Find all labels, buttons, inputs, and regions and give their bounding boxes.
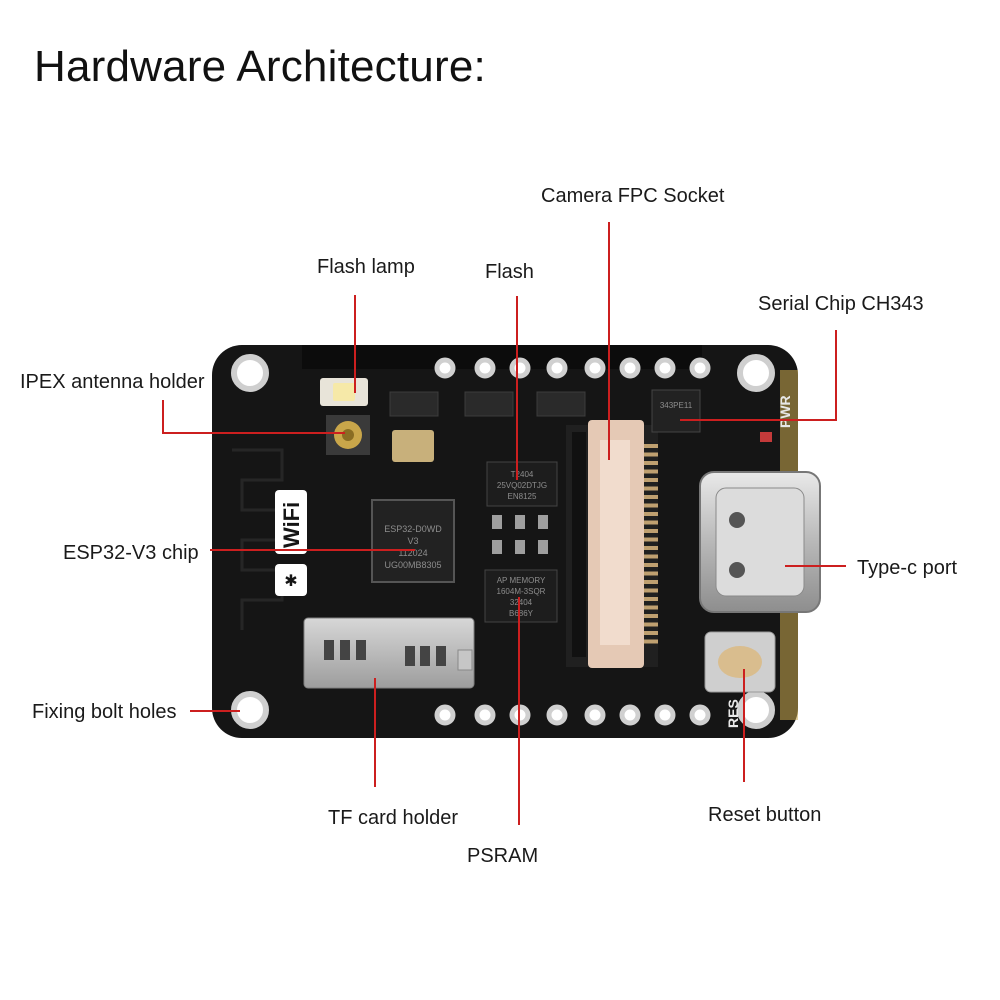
fpc-contact [644,478,658,482]
ipex-connector [326,415,370,455]
bolt-hole [737,354,775,392]
fpc-contact [644,622,658,627]
fpc-contact [644,537,658,542]
flash-marking-1: T2404 [511,470,534,479]
serial-marking: 343PE11 [660,401,693,410]
fpc-contact [644,546,658,550]
fpc-contact [644,588,658,593]
psram-chip: AP MEMORY 1604M-3SQR 32404 B686Y [484,569,558,623]
leader-ipex [162,400,345,434]
label-esp32-chip: ESP32-V3 chip [63,542,199,564]
pwr-led [760,432,772,442]
psram-marking-3: 32404 [510,598,533,607]
label-flash: Flash [485,261,534,283]
fpc-contact [644,512,658,516]
label-tf-card-holder: TF card holder [328,807,459,829]
res-silkscreen: RES [725,699,741,728]
label-reset-button: Reset button [708,804,822,826]
flash-lamp-led [320,378,368,406]
serial-chip: 343PE11 [651,389,701,433]
fpc-contact [644,554,658,559]
fpc-contacts [644,444,658,644]
bolt-hole [231,354,269,392]
label-type-c-port: Type-c port [857,557,958,579]
label-flash-lamp: Flash lamp [317,256,415,278]
fpc-contact [644,614,658,618]
reset-button-part [704,631,776,693]
wifi-badge: WiFi ✱ [275,490,307,596]
psram-marking-1: AP MEMORY [497,576,546,585]
fpc-contact [644,631,658,635]
wifi-label: WiFi [279,502,304,548]
crystal-oscillator [392,430,434,462]
psram-marking-4: B686Y [509,609,534,618]
esp32-chip: ESP32-D0WD V3 112024 UG00MB8305 [371,499,455,583]
pwr-silkscreen: PWR [777,395,793,428]
header-pins-bottom [434,704,711,726]
label-camera-fpc-socket: Camera FPC Socket [541,185,725,207]
fixing-bolt-holes [231,354,775,729]
label-serial-chip: Serial Chip CH343 [758,293,924,315]
type-c-port [699,471,821,613]
top-components [389,391,586,417]
flash-marking-3: EN8125 [508,492,537,501]
psram-marking-2: 1604M-3SQR [497,587,546,596]
fpc-contact [644,563,658,567]
label-psram: PSRAM [467,845,539,867]
bolt-hole [737,691,775,729]
fpc-contact [644,452,658,457]
bluetooth-icon: ✱ [284,571,297,590]
fpc-contact [644,597,658,601]
esp32-marking-2: V3 [407,536,418,546]
fpc-contact [644,520,658,525]
fpc-contact [644,495,658,499]
esp32-marking-1: ESP32-D0WD [384,524,442,534]
leader-lines [162,222,846,825]
flash-marking-2: 25VQ02DTJG [497,481,547,490]
fpc-contact [644,529,658,533]
esp32-marking-3: 112024 [398,548,427,558]
fpc-contact [644,503,658,508]
page-title: Hardware Architecture: [34,42,486,91]
tf-card-holder-part [303,617,475,689]
label-ipex-antenna: IPEX antenna holder [20,371,205,393]
flash-chip: T2404 25VQ02DTJG EN8125 [486,461,558,507]
fpc-contact [644,444,658,448]
camera-fpc-socket [566,420,658,668]
fpc-contact [644,605,658,610]
fpc-contact [644,580,658,584]
esp32-marking-4: UG00MB8305 [384,560,441,570]
leader-serial-chip [680,330,837,421]
capacitor-grid [492,515,548,554]
fpc-contact [644,571,658,576]
fpc-contact [644,486,658,491]
fpc-contact [644,469,658,474]
label-fixing-bolt-holes: Fixing bolt holes [32,701,177,723]
fpc-contact [644,639,658,644]
fpc-contact [644,461,658,465]
